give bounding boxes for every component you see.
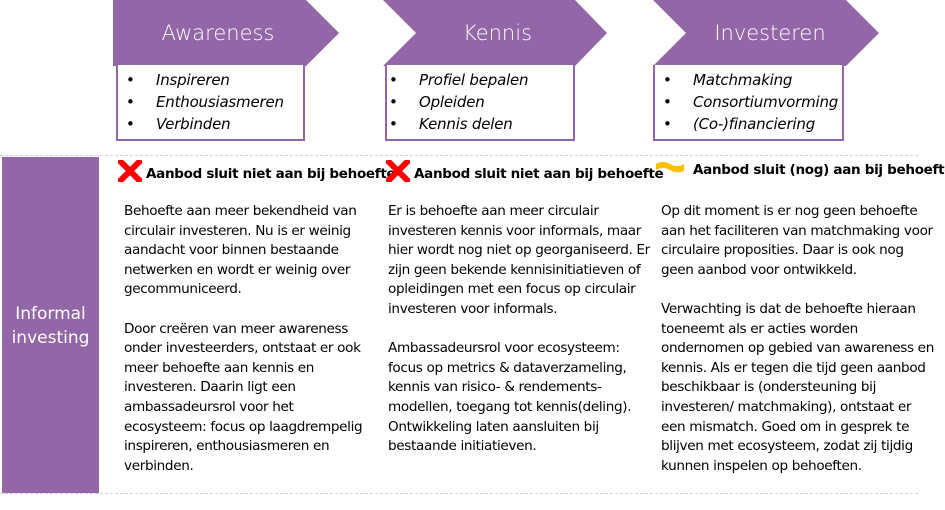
row-label-line: investing	[11, 328, 90, 348]
red-cross-icon	[384, 157, 412, 187]
stage-box-investeren: •Matchmaking •Consortiumvorming •(Co-)fi…	[653, 65, 844, 141]
paragraph: Behoefte aan meer bekendheid van circula…	[124, 203, 357, 298]
stage-item: •Matchmaking	[663, 71, 793, 89]
bullet-icon: •	[389, 93, 398, 111]
assessment-description: Behoefte aan meer bekendheid van circula…	[124, 202, 376, 496]
bullet-icon: •	[663, 93, 672, 111]
stage-item: •Opleiden	[389, 93, 485, 111]
chevron-shape	[113, 0, 339, 66]
stage-item: •Consortiumvorming	[663, 93, 839, 111]
status-text: Aanbod sluit (nog) aan bij behoefte	[693, 161, 945, 178]
stage-title-kennis: Kennis	[462, 21, 533, 45]
status-text: Aanbod sluit niet aan bij behoefte	[146, 165, 396, 182]
bullet-icon: •	[126, 93, 135, 111]
bullet-icon: •	[126, 71, 135, 89]
assessment-description: Er is behoefte aan meer circulair invest…	[388, 202, 650, 476]
stage-item: •Kennis delen	[389, 115, 513, 133]
stage-item: •Verbinden	[126, 115, 231, 133]
stage-title-investeren: Investeren	[714, 21, 826, 45]
chevron-shape	[383, 0, 607, 66]
row-divider-top	[0, 155, 918, 156]
stage-item-list: •Inspireren •Enthousiasmeren •Verbinden	[118, 65, 303, 135]
stage-awareness-chevron	[113, 0, 341, 66]
row-label-informal-investing: Informal investing	[2, 157, 99, 493]
chevron-shape	[653, 0, 879, 66]
paragraph: Op dit moment is er nog geen behoefte aa…	[661, 203, 933, 278]
paragraph: Ambassadeursrol voor ecosysteem: focus o…	[388, 340, 632, 455]
assessment-description: Op dit moment is er nog geen behoefte aa…	[661, 202, 936, 496]
yellow-flag-icon	[655, 160, 685, 179]
stage-item: •Inspireren	[126, 71, 230, 89]
paragraph: Door creëren van meer awareness onder in…	[124, 320, 363, 474]
paragraph: Er is behoefte aan meer circulair invest…	[388, 203, 650, 317]
stage-item: •Enthousiasmeren	[126, 93, 284, 111]
row-label-line: Informal	[15, 304, 86, 324]
row-divider-bottom	[0, 493, 918, 494]
stage-item-list: •Profiel bepalen •Opleiden •Kennis delen	[387, 65, 573, 135]
stage-item: •(Co-)financiering	[663, 115, 816, 133]
status-header: Aanbod sluit niet aan bij behoefte	[116, 157, 396, 187]
stage-kennis-chevron	[383, 0, 609, 66]
stage-investeren-chevron	[653, 0, 881, 66]
stage-box-awareness: •Inspireren •Enthousiasmeren •Verbinden	[116, 65, 305, 141]
stage-item: •Profiel bepalen	[389, 71, 529, 89]
bullet-icon: •	[663, 115, 672, 133]
paragraph: Verwachting is dat de behoefte hieraan t…	[661, 300, 934, 474]
bullet-icon: •	[663, 71, 672, 89]
stage-item-list: •Matchmaking •Consortiumvorming •(Co-)fi…	[655, 65, 842, 135]
stage-box-kennis: •Profiel bepalen •Opleiden •Kennis delen	[385, 65, 575, 141]
status-header: Aanbod sluit niet aan bij behoefte	[384, 157, 664, 187]
red-cross-icon	[116, 157, 144, 187]
bullet-icon: •	[389, 115, 398, 133]
bullet-icon: •	[126, 115, 135, 133]
bullet-icon: •	[389, 71, 398, 89]
status-header: Aanbod sluit (nog) aan bij behoefte	[655, 160, 945, 179]
stage-title-awareness: Awareness	[161, 21, 275, 45]
status-text: Aanbod sluit niet aan bij behoefte	[414, 165, 664, 182]
